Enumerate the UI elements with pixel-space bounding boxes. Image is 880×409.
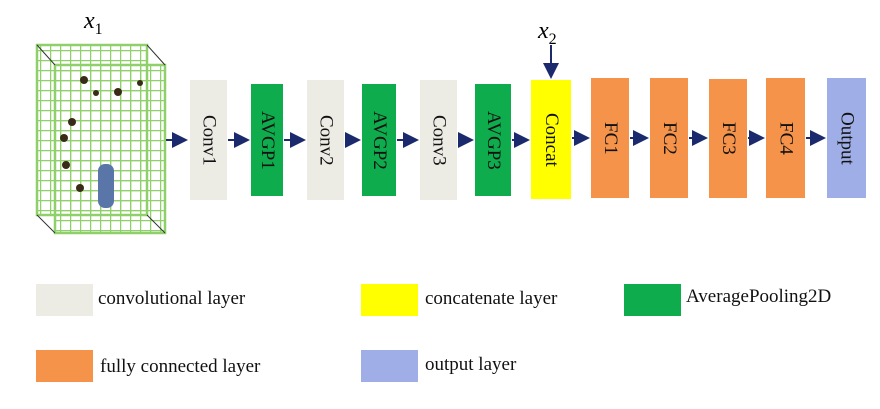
layer-label: FC4 (775, 121, 797, 155)
layer-label: Conv2 (315, 114, 337, 166)
layer-label: Output (836, 111, 858, 165)
layer-fc3: FC3 (709, 79, 747, 198)
layer-conv3: Conv3 (420, 80, 457, 200)
layer-label: Conv3 (428, 114, 450, 166)
layer-fc4: FC4 (766, 78, 805, 198)
legend-label-concat: concatenate layer (425, 288, 558, 309)
layer-label: AVGP2 (369, 110, 390, 170)
legend-swatch-concat (361, 284, 418, 316)
layer-label: FC2 (659, 121, 680, 155)
layer-label: Conv1 (198, 114, 220, 166)
layer-concat: Concat (531, 80, 571, 199)
flow-arrows (166, 45, 826, 148)
x1-var: x (84, 8, 95, 34)
car-icon (98, 164, 114, 208)
legend-label-output: output layer (425, 354, 517, 375)
layer-avgp1: AVGP1 (251, 84, 283, 196)
input-grid-tensor (35, 43, 167, 235)
layer-fc1: FC1 (591, 78, 629, 198)
legend-swatch-conv (36, 284, 93, 316)
legend-label-pool: AveragePooling2D (686, 286, 832, 307)
pedestrian-icons (60, 76, 143, 192)
diagram-canvas (35, 43, 826, 235)
layer-label: AVGP3 (483, 110, 504, 170)
input-x2-label: x2 (538, 18, 557, 49)
layer-label: Concat (541, 112, 562, 167)
layer-avgp2: AVGP2 (362, 84, 396, 196)
layer-output: Output (827, 78, 866, 198)
legend-swatch-fc (36, 350, 93, 382)
input-x1-label: x1 (84, 8, 103, 39)
legend-label-fc: fully connected layer (100, 356, 261, 377)
legend-swatch-output (361, 350, 418, 382)
legend-swatch-pool (624, 284, 681, 316)
layer-label: AVGP1 (257, 110, 278, 170)
layer-label: FC1 (600, 121, 621, 155)
layer-conv1: Conv1 (190, 80, 227, 200)
legend-label-conv: convolutional layer (98, 288, 246, 309)
layer-avgp3: AVGP3 (475, 84, 511, 196)
x2-sub: 2 (548, 30, 557, 48)
layer-fc2: FC2 (650, 78, 688, 198)
layer-conv2: Conv2 (307, 80, 344, 200)
x2-var: x (538, 18, 549, 44)
x1-sub: 1 (94, 20, 103, 38)
layer-label: FC3 (718, 122, 739, 155)
